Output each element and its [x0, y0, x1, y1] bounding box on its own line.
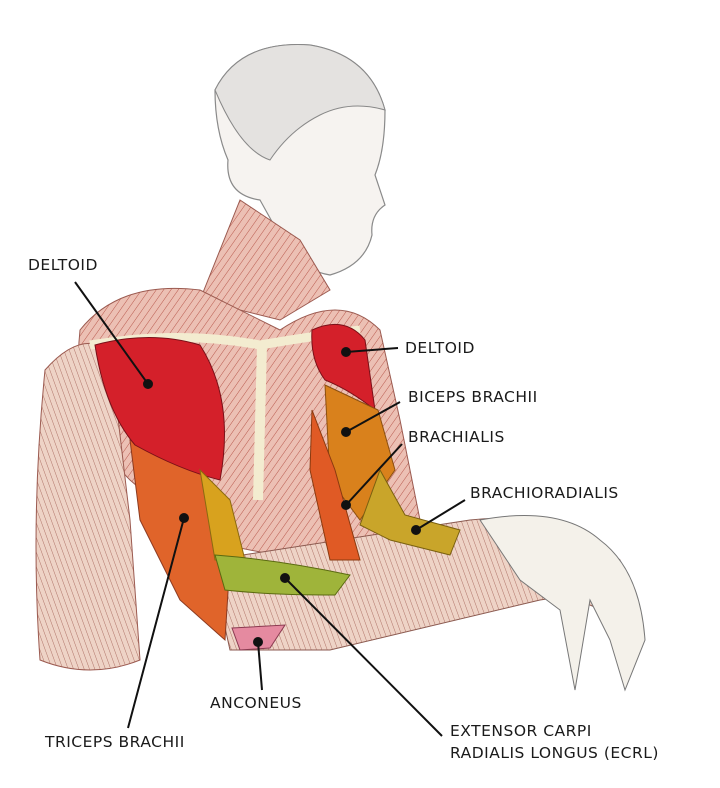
- brachialis-muscle: [309, 409, 361, 561]
- hand: [479, 515, 646, 692]
- head: [214, 43, 386, 276]
- deltoid-right-muscle: [311, 323, 376, 412]
- label-brachioradialis: BRACHIORADIALIS: [470, 484, 619, 502]
- sternum: [253, 344, 267, 501]
- label-ecrl-line1: EXTENSOR CARPI: [450, 722, 592, 740]
- label-anconeus: ANCONEUS: [210, 694, 302, 712]
- brachioradialis-muscle: [359, 468, 461, 556]
- leader-lines: [74, 281, 466, 737]
- label-deltoid-left: DELTOID: [28, 256, 98, 274]
- deltoid-left-muscle: [94, 337, 225, 481]
- label-biceps-brachii: BICEPS BRACHII: [408, 388, 538, 406]
- label-ecrl-line2: RADIALIS LONGUS (ECRL): [450, 744, 659, 762]
- label-triceps-brachii: TRICEPS BRACHII: [45, 733, 185, 751]
- neck: [199, 199, 331, 321]
- label-deltoid-right: DELTOID: [405, 339, 475, 357]
- label-brachialis: BRACHIALIS: [408, 428, 505, 446]
